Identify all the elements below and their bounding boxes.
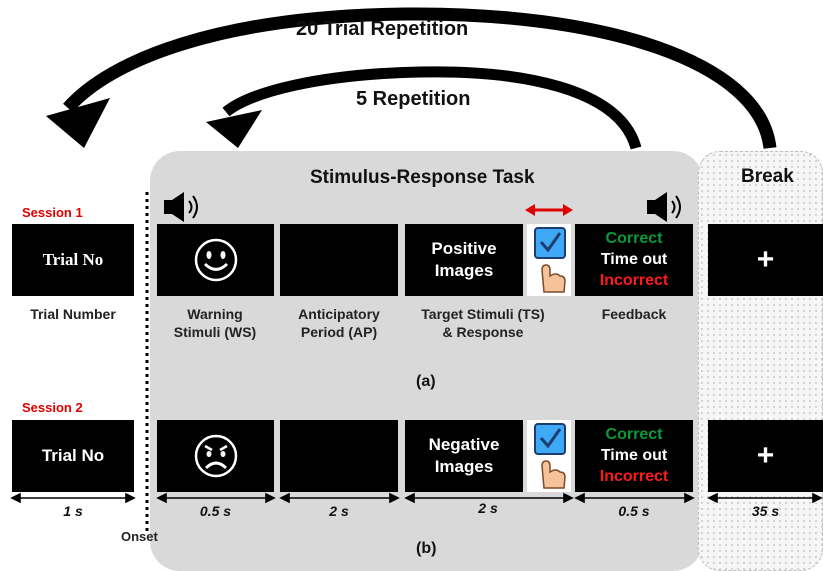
label-anticipatory: Anticipatory Period (AP) xyxy=(298,306,380,340)
feedback-timeout: Time out xyxy=(600,447,668,464)
sad-face-icon xyxy=(194,434,237,478)
label-warning: Warning Stimuli (WS) xyxy=(173,306,257,340)
outer-loop-arrow-icon xyxy=(46,7,777,149)
target-box: Positive Images xyxy=(405,224,523,296)
feedback-correct: Correct xyxy=(605,426,663,443)
task-panel xyxy=(150,151,703,571)
feedback-box: Correct Time out Incorrect xyxy=(575,224,693,296)
target-box: Negative Images xyxy=(405,420,523,492)
session-1-label: Session 1 xyxy=(22,205,83,220)
feedback-incorrect: Incorrect xyxy=(599,468,669,485)
feedback-correct: Correct xyxy=(605,230,663,247)
anticipatory-box xyxy=(280,420,398,492)
speaker-icon xyxy=(647,192,681,222)
anticipatory-box xyxy=(280,224,398,296)
trial-box-label: Trial No xyxy=(41,446,105,465)
warning-stimulus-box xyxy=(157,224,274,296)
duration-trial: 1 s xyxy=(63,503,83,519)
panel-b-label: (b) xyxy=(416,540,437,557)
fixation-cross: + xyxy=(756,243,775,276)
fixation-cross: + xyxy=(756,439,775,472)
task-title: Stimulus-Response Task xyxy=(310,167,535,188)
target-text: Positive Images xyxy=(431,239,497,280)
break-panel xyxy=(698,151,823,571)
feedback-incorrect: Incorrect xyxy=(599,272,669,289)
session-2-label: Session 2 xyxy=(22,400,83,415)
label-trial-number: Trial Number xyxy=(30,306,116,322)
duration-break: 35 s xyxy=(751,503,780,519)
break-box: + xyxy=(708,224,823,296)
duration-target: 2 s xyxy=(478,500,498,516)
onset-label: Onset xyxy=(121,529,158,544)
feedback-timeout: Time out xyxy=(600,251,668,268)
double-arrow-icon xyxy=(525,204,573,216)
label-feedback: Feedback xyxy=(601,306,667,322)
onset-line xyxy=(145,192,149,532)
panel-a-label: (a) xyxy=(416,373,436,390)
duration-feedback: 0.5 s xyxy=(618,503,650,519)
inner-loop-arrow-icon xyxy=(206,66,642,150)
feedback-box: Correct Time out Incorrect xyxy=(575,420,693,492)
warning-stimulus-box xyxy=(157,420,274,492)
speaker-icon xyxy=(164,192,198,222)
inner-loop-label: 5 Repetition xyxy=(356,88,471,110)
duration-anticipatory: 2 s xyxy=(329,503,349,519)
outer-loop-label: 20 Trial Repetition xyxy=(296,18,469,40)
duration-arrows xyxy=(10,492,823,504)
break-box: + xyxy=(708,420,823,492)
touch-checkbox-icon xyxy=(527,420,571,492)
target-text: Negative Images xyxy=(428,435,500,476)
break-title: Break xyxy=(741,166,794,187)
trial-box: Trial No xyxy=(12,420,134,492)
duration-warning: 0.5 s xyxy=(199,503,232,519)
trial-box: Trial No xyxy=(12,224,134,296)
trial-box-label: Trial No xyxy=(42,250,104,269)
touch-checkbox-icon xyxy=(527,224,571,296)
smiley-face-icon xyxy=(194,238,237,282)
label-target: Target Stimuli (TS) & Response xyxy=(421,306,545,340)
